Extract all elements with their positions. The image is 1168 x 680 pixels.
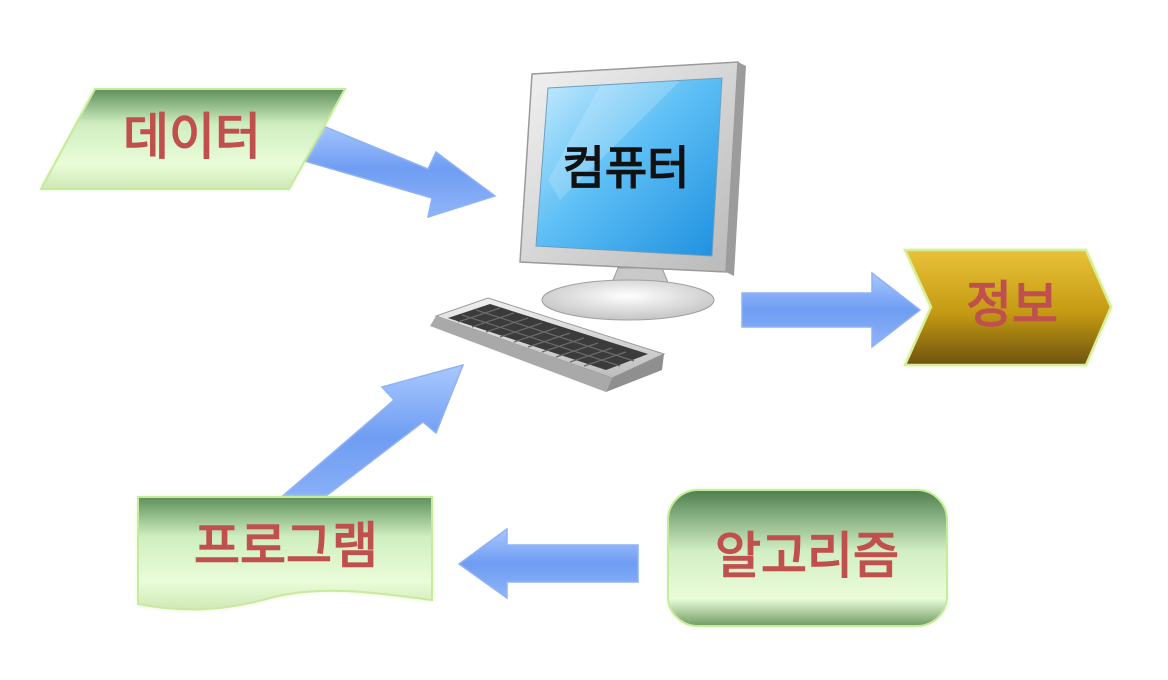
information-label: 정보 [966,276,1058,334]
arrow-algorithm-to-program [457,527,639,600]
algorithm-label: 알고리즘 [715,527,899,585]
data-label: 데이터 [123,108,261,166]
node-algorithm: 알고리즘 [667,489,948,627]
node-information: 정보 [903,248,1113,367]
computer-label: 컴퓨터 [563,141,690,195]
arrow-data-to-computer [300,119,497,219]
node-program: 프로그램 [137,496,433,611]
arrow-program-to-computer [276,363,465,513]
computer-icon: 컴퓨터 [430,61,746,392]
program-label: 프로그램 [194,517,378,575]
arrow-computer-to-information [741,271,922,349]
node-data: 데이터 [39,88,347,190]
